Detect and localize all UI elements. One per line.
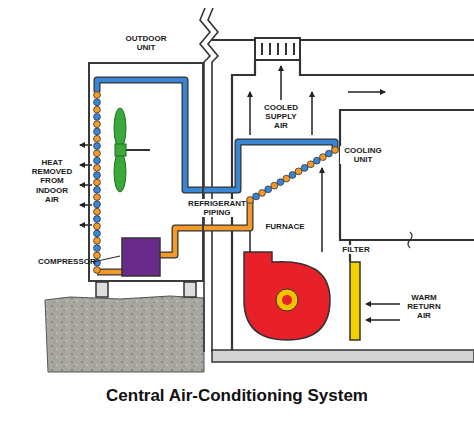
coil-bead: [301, 165, 308, 172]
coil-bead: [94, 128, 101, 135]
heat-label: HEAT REMOVED FROM INDOOR AIR: [30, 158, 74, 204]
part-label: COMPRESSOR: [38, 257, 92, 266]
coil-bead: [94, 135, 101, 142]
coil-bead: [332, 147, 339, 154]
part-label: FURNACE: [262, 222, 308, 231]
part-label: FILTER: [338, 245, 374, 254]
coil-bead: [265, 186, 272, 193]
coil-bead: [94, 99, 101, 106]
coil-bead: [94, 252, 101, 259]
coil-bead: [271, 182, 278, 189]
coil-bead: [94, 194, 101, 201]
coil-bead: [94, 201, 101, 208]
coil-bead: [94, 208, 101, 215]
coil-bead: [94, 143, 101, 150]
unit-housing: OUTDOOR UNIT: [88, 62, 204, 282]
coil-bead: [94, 267, 101, 274]
coil-bead: [94, 157, 101, 164]
piping-label: REFRIGERANT PIPING: [188, 199, 246, 217]
coil-bead: [94, 179, 101, 186]
coil-bead: [307, 161, 314, 168]
coil-bead: [94, 245, 101, 252]
air-label: COOLED SUPPLY AIR: [261, 103, 301, 131]
coil-bead: [94, 92, 101, 99]
unit-heading: OUTDOOR UNIT: [120, 34, 172, 52]
coil-bead: [94, 172, 101, 179]
coil-bead: [326, 150, 333, 157]
part-label: COOLING UNIT: [340, 146, 386, 164]
coil-bead: [94, 150, 101, 157]
coil-bead: [94, 186, 101, 193]
coil-bead: [94, 237, 101, 244]
air-label: WARM RETURN AIR: [402, 293, 446, 321]
coil-bead: [94, 223, 101, 230]
coil-bead: [259, 190, 266, 197]
coil-bead: [94, 165, 101, 172]
coil-bead: [283, 175, 290, 182]
coil-bead: [94, 216, 101, 223]
coil-bead: [313, 157, 320, 164]
coil-bead: [247, 197, 254, 204]
caption: Central Air-Conditioning System: [0, 386, 474, 406]
coil-bead: [94, 114, 101, 121]
coil-bead: [94, 121, 101, 128]
coil-bead: [94, 106, 101, 113]
coil-bead: [289, 172, 296, 179]
coil-bead: [94, 230, 101, 237]
